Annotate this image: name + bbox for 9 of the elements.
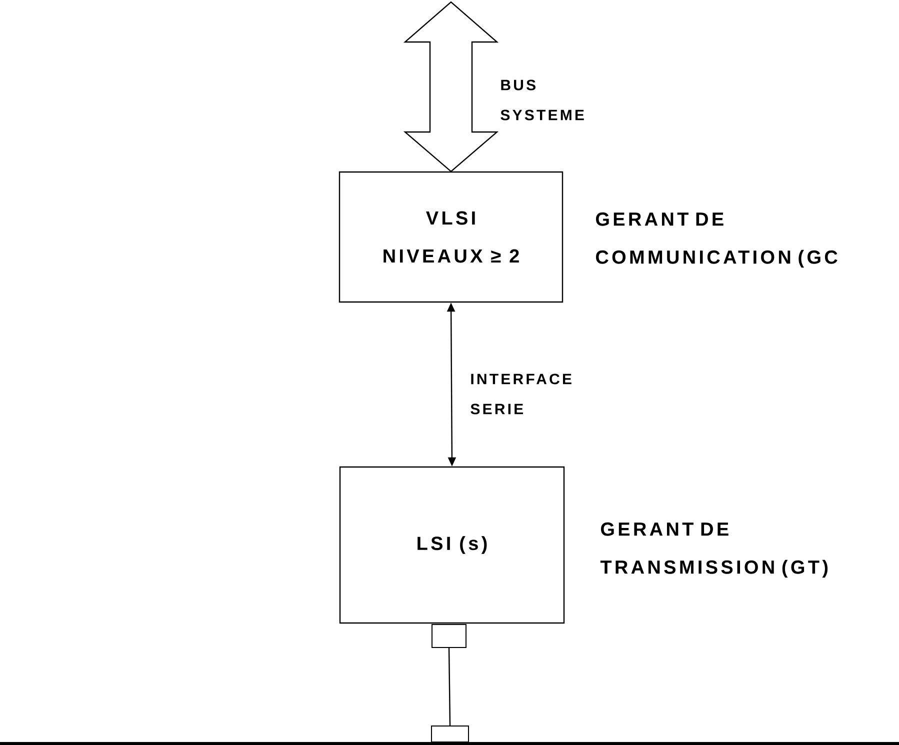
bus-line	[0, 742, 899, 745]
side-label: GERANT DE COMMUNICATION (GC	[596, 212, 838, 268]
chip-box: VLSI NIVEAUX ≥ 2	[338, 171, 564, 303]
chip-box: LSI (s)	[339, 466, 565, 624]
edge-label: BUS SYSTEME	[500, 80, 584, 120]
connector-box	[431, 726, 469, 742]
connector-box	[432, 624, 466, 648]
edge-label: INTERFACE SERIE	[470, 374, 572, 414]
side-label: GERANT DE TRANSMISSION (GT)	[600, 522, 828, 578]
